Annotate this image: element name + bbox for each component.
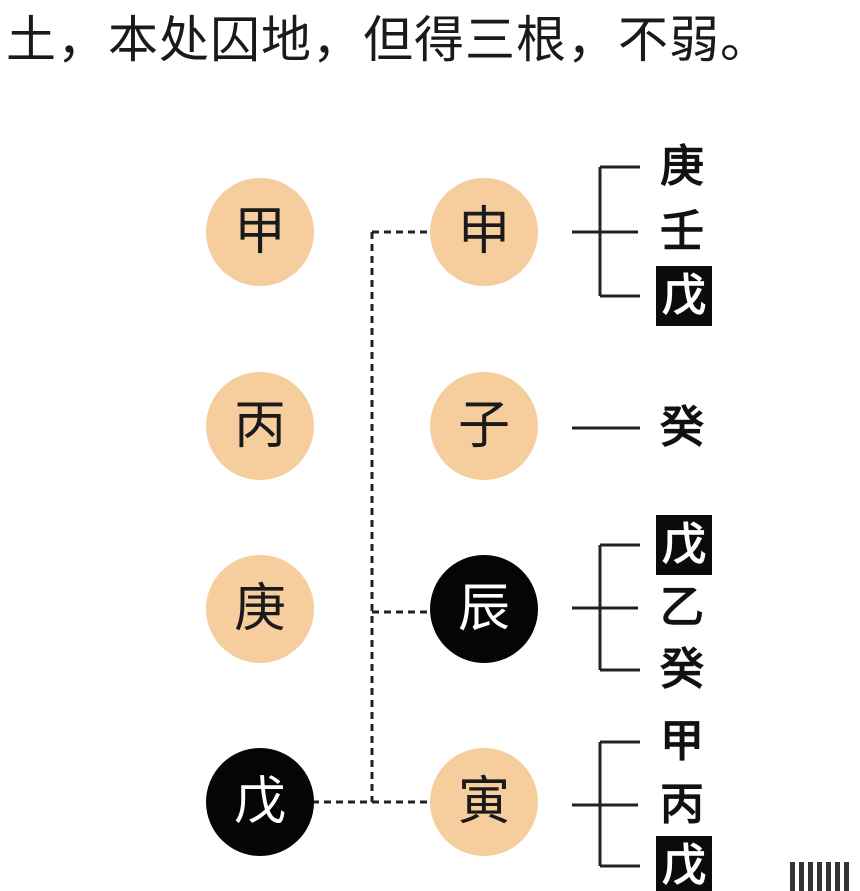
page-title: 土，本处囚地，但得三根，不弱。 bbox=[6, 11, 771, 69]
branch-circle-zi: 子 bbox=[430, 372, 538, 480]
hidden-stem-bing: 丙 bbox=[660, 779, 704, 830]
stem-circle-wu-day-master: 戊 bbox=[206, 748, 314, 856]
hidden-stem-gui: 癸 bbox=[660, 644, 704, 695]
bracket-yin bbox=[572, 740, 640, 868]
stem-circle-jia: 甲 bbox=[206, 178, 314, 286]
hidden-stem-yi: 乙 bbox=[660, 582, 704, 633]
branch-circle-shen: 申 bbox=[430, 178, 538, 286]
branch-circle-yin: 寅 bbox=[430, 748, 538, 856]
qr-code-icon bbox=[790, 862, 850, 891]
hidden-stem-wu-highlighted: 戊 bbox=[656, 515, 712, 575]
bracket-shen bbox=[572, 165, 640, 298]
hidden-stem-geng: 庚 bbox=[660, 141, 704, 192]
hidden-stem-jia: 甲 bbox=[660, 716, 704, 767]
hidden-stem-wu-highlighted: 戊 bbox=[656, 836, 712, 891]
stem-circle-geng: 庚 bbox=[206, 555, 314, 663]
hidden-stem-gui: 癸 bbox=[660, 402, 704, 453]
hidden-stem-ren: 壬 bbox=[660, 206, 704, 257]
stem-circle-bing: 丙 bbox=[206, 372, 314, 480]
branch-circle-chen: 辰 bbox=[430, 555, 538, 663]
dashed-connectors bbox=[312, 230, 430, 804]
hidden-stem-wu-highlighted: 戊 bbox=[656, 266, 712, 326]
bracket-chen bbox=[572, 543, 640, 672]
